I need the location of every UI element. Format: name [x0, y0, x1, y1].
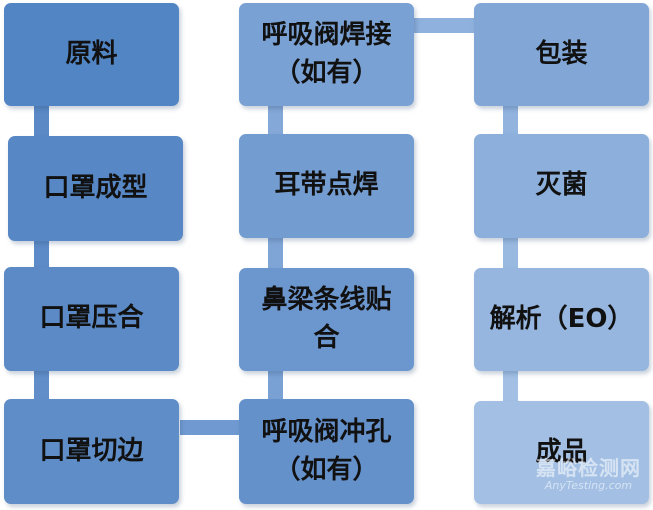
step-label: 解析（EO）	[489, 303, 634, 334]
step-finished-product: 成品	[474, 401, 649, 504]
step-label: 呼吸阀冲孔 （如有）	[261, 416, 392, 485]
step-mask-pressing: 口罩压合	[4, 267, 179, 371]
step-label: 耳带点焊	[274, 170, 379, 201]
step-nose-strip: 鼻梁条线贴 合	[239, 268, 414, 371]
connector-eo-to-finished	[503, 371, 518, 401]
step-label: 原料	[65, 38, 118, 69]
connector-sterilization-to-eo	[503, 238, 518, 268]
step-raw-material: 原料	[4, 3, 179, 106]
connector-earloop-to-valvewelding	[268, 106, 283, 134]
step-label: 口罩成型	[43, 172, 148, 203]
step-valve-welding: 呼吸阀焊接 （如有）	[239, 3, 414, 106]
step-valve-punching: 呼吸阀冲孔 （如有）	[239, 399, 414, 504]
connector-forming-to-pressing	[34, 241, 49, 267]
step-label: 包装	[535, 38, 588, 69]
step-label: 呼吸阀焊接 （如有）	[261, 19, 392, 88]
step-mask-cutting: 口罩切边	[4, 399, 179, 504]
connector-valvewelding-to-packaging	[414, 18, 474, 33]
connector-packaging-to-sterilization	[503, 106, 518, 134]
connector-nosestrip-to-earloop	[268, 238, 283, 268]
step-label: 灭菌	[535, 170, 588, 201]
step-label: 鼻梁条线贴 合	[261, 284, 392, 353]
step-label: 口罩切边	[39, 435, 144, 466]
step-sterilization: 灭菌	[474, 134, 649, 238]
step-packaging: 包装	[474, 3, 649, 106]
step-ear-loop-welding: 耳带点焊	[239, 134, 414, 238]
connector-pressing-to-cutting	[34, 371, 49, 399]
step-label: 成品	[535, 436, 588, 467]
connector-cutting-to-punching	[180, 420, 240, 435]
connector-raw-to-forming	[34, 106, 49, 136]
connector-punching-to-nosestrip	[268, 371, 283, 399]
step-eo-analysis: 解析（EO）	[474, 268, 649, 371]
step-mask-forming: 口罩成型	[8, 136, 183, 241]
step-label: 口罩压合	[39, 303, 144, 334]
